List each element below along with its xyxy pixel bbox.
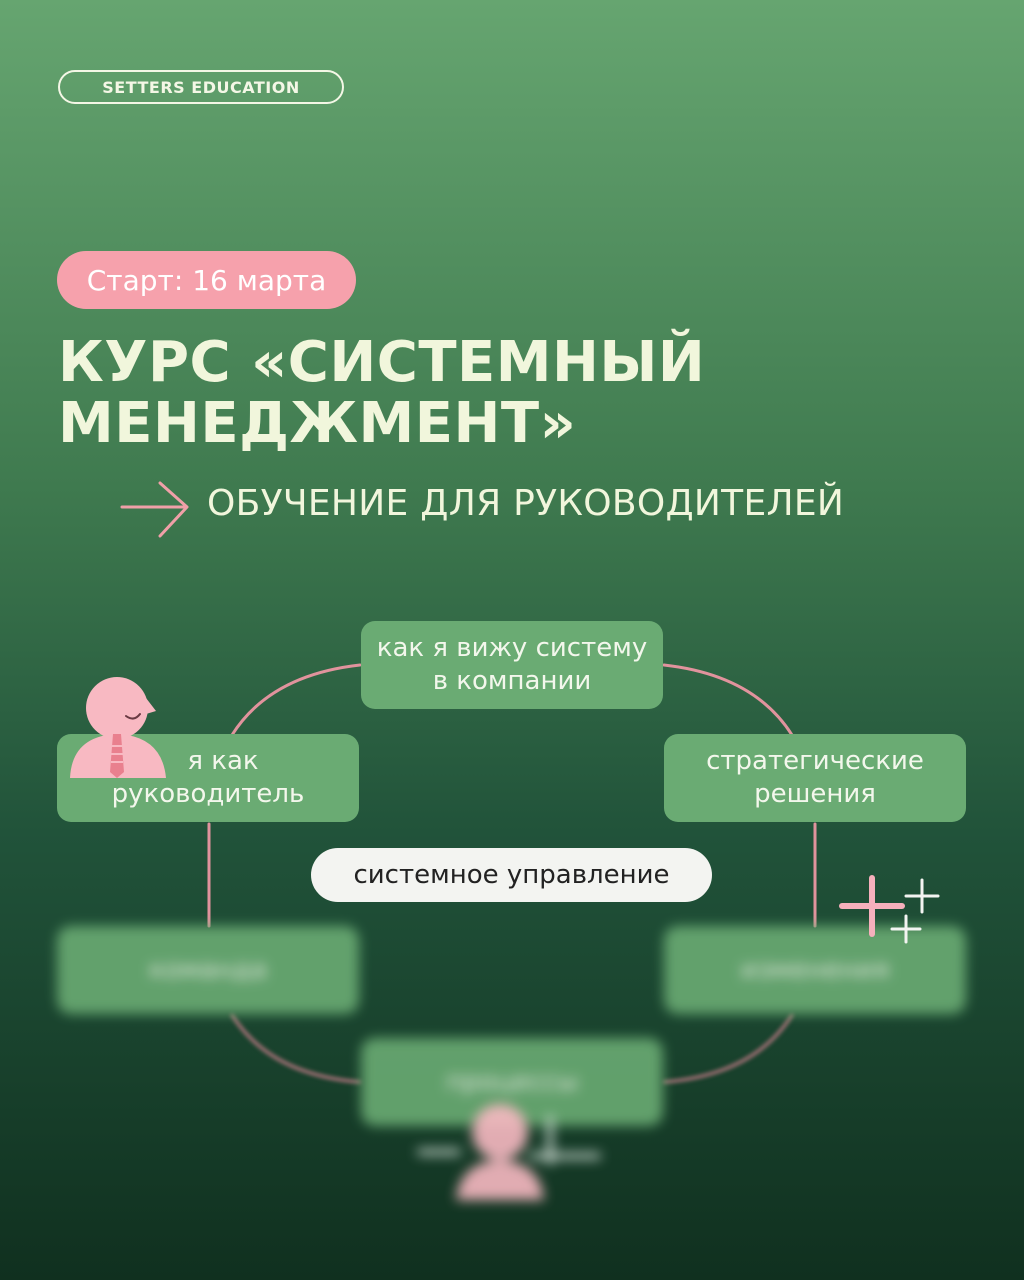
subheadline: ОБУЧЕНИЕ ДЛЯ РУКОВОДИТЕЛЕЙ xyxy=(207,483,845,524)
headline-line-2: МЕНЕДЖМЕНТ» xyxy=(58,391,577,456)
person-icon xyxy=(70,677,166,778)
headline-line-1: КУРС «СИСТЕМНЫЙ xyxy=(58,330,706,395)
arrow-right-icon xyxy=(120,481,189,538)
start-date-badge: Старт: 16 марта xyxy=(57,251,356,309)
sparkle-icon xyxy=(839,875,940,944)
user-icon xyxy=(417,1104,601,1200)
brand-badge: SETTERS EDUCATION xyxy=(58,70,344,104)
diagram-node-team: команда xyxy=(57,926,359,1014)
diagram-node-changes: изменения xyxy=(664,926,966,1014)
diagram-center-label: системное управление xyxy=(311,848,712,902)
